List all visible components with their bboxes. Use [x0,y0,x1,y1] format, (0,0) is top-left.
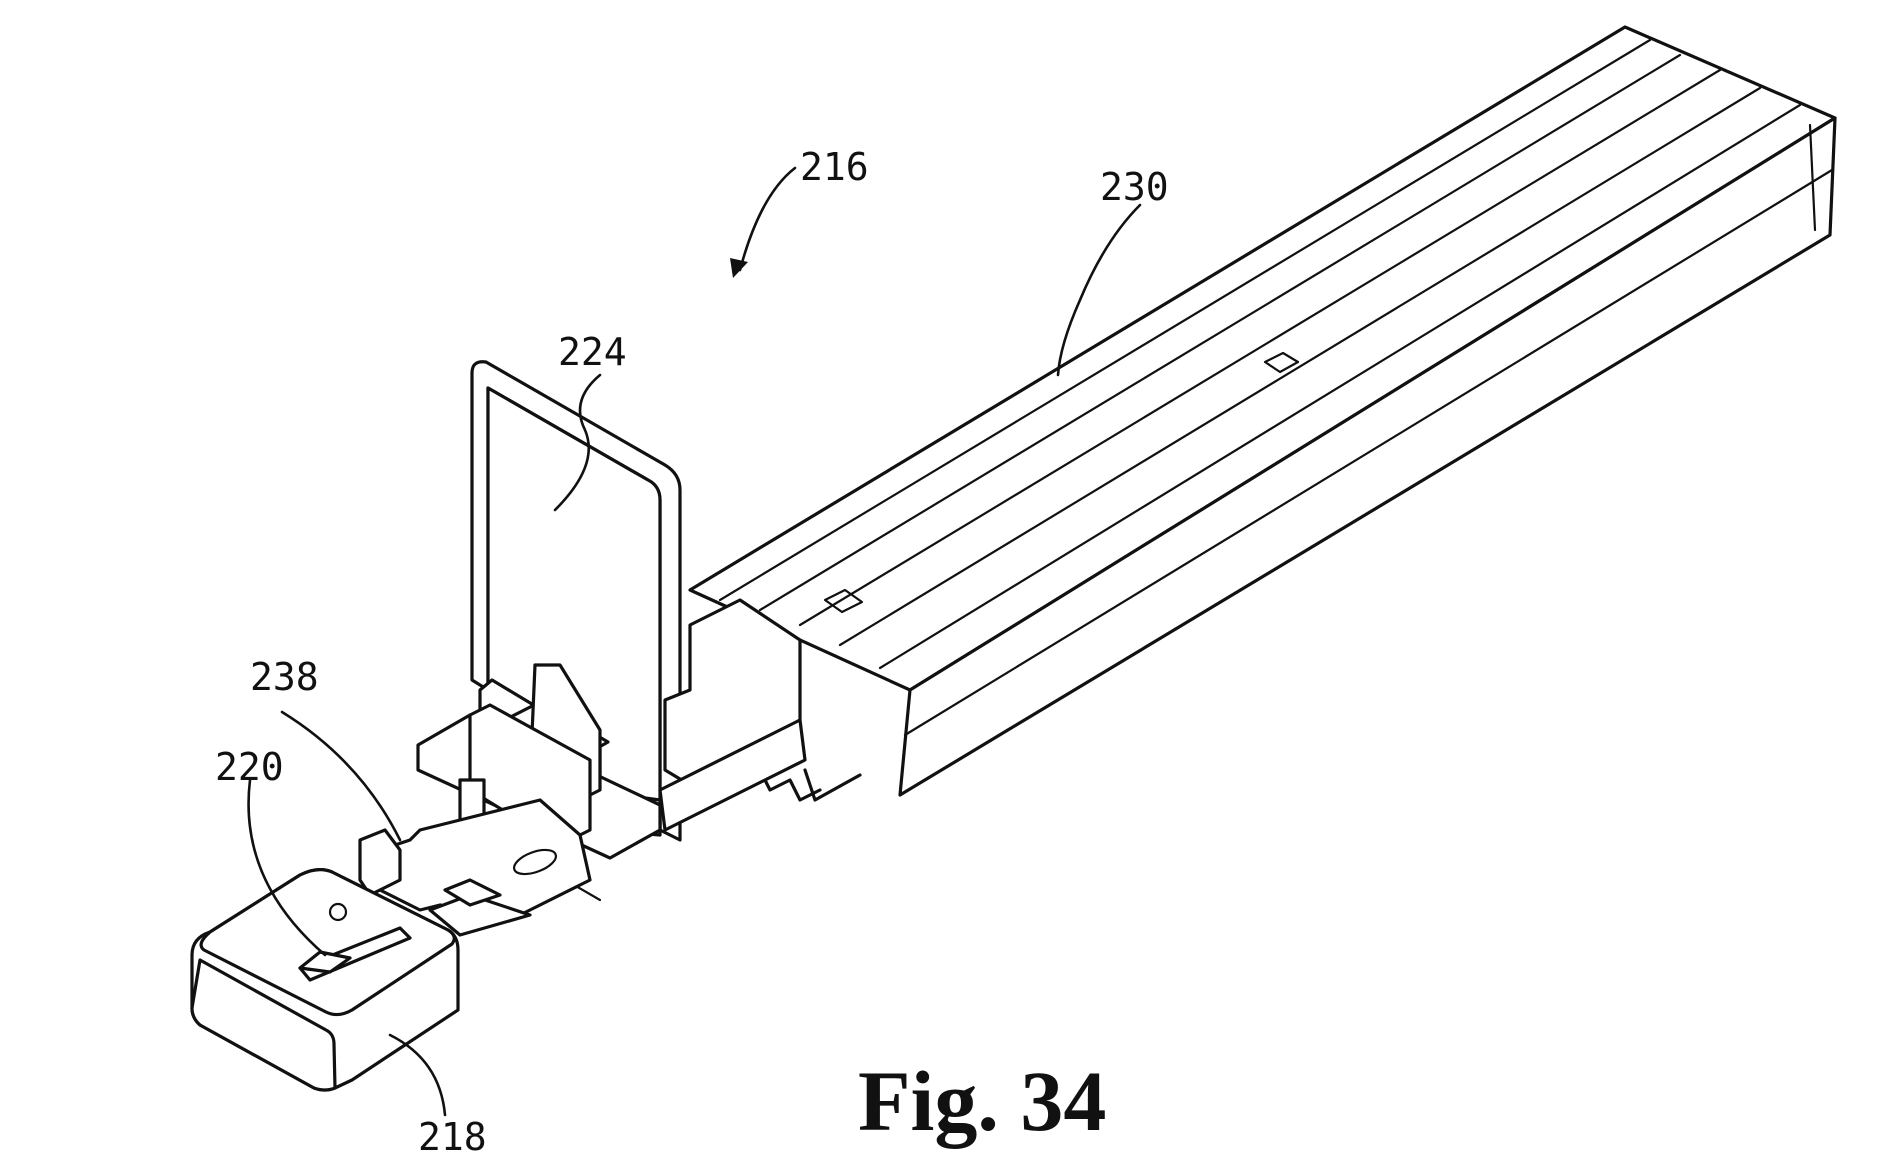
ref-216: 216 [800,145,869,189]
leader-216 [738,166,797,272]
base-bracket [416,598,807,902]
ref-218: 218 [418,1115,487,1158]
leader-218 [388,1033,447,1117]
ref-238: 238 [250,655,319,699]
figure-caption: Fig. 34 [858,1053,1106,1149]
arrowhead-216 [730,258,748,278]
leader-230 [1056,203,1142,377]
connecting-arm [358,798,592,937]
ref-220: 220 [215,745,284,789]
leader-lines [247,166,1142,1117]
ref-224: 224 [558,330,627,374]
leader-238 [280,710,402,842]
ref-230: 230 [1100,165,1169,209]
rail-body [688,25,1837,802]
leader-220 [247,778,327,957]
leader-224 [553,373,602,512]
